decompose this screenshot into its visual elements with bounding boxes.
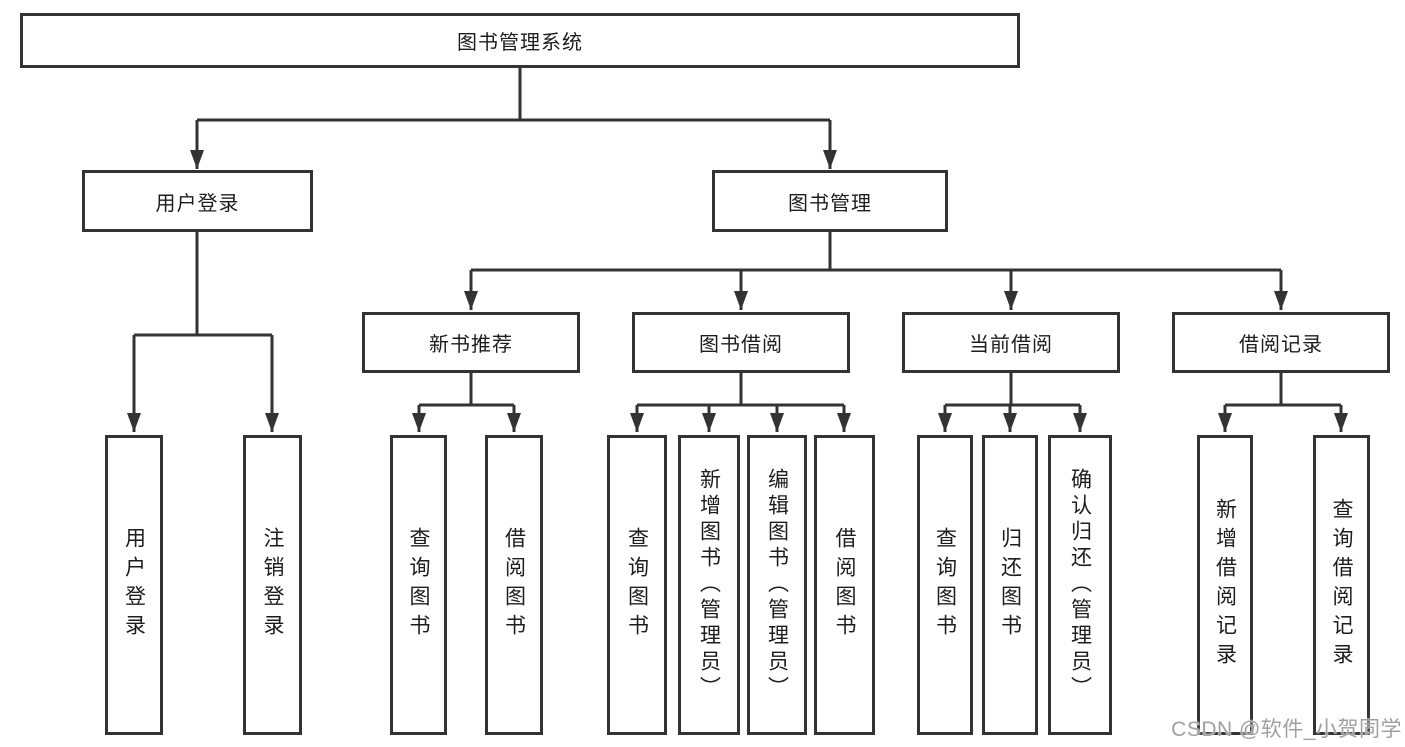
edge-current-borrow-to-leaves [938, 373, 1087, 432]
csdn-watermark: CSDN @软件_小贺同学 [1171, 718, 1402, 741]
edge-borrow-records-to-leaves [1218, 373, 1348, 432]
leaf-nb-query-book: 查询图书 [390, 435, 447, 735]
edge-book-management-to-level3 [464, 232, 1288, 310]
node-current-borrow: 当前借阅 [902, 312, 1120, 373]
leaf-bb-add-book-admin: 新增图书（管理员） [678, 435, 740, 735]
leaf-user-login: 用户登录 [105, 435, 163, 735]
node-new-book-recommend: 新书推荐 [362, 312, 580, 373]
edge-user-login-to-leaves [127, 232, 279, 432]
leaf-logout: 注销登录 [243, 435, 302, 735]
leaf-br-add-record: 新增借阅记录 [1197, 435, 1253, 735]
edge-root-to-level2 [190, 68, 837, 169]
node-book-borrow: 图书借阅 [632, 312, 850, 373]
leaf-br-query-record: 查询借阅记录 [1313, 435, 1370, 735]
leaf-cb-return-book: 归还图书 [982, 435, 1038, 735]
leaf-cb-confirm-return-admin: 确认归还（管理员） [1048, 435, 1112, 735]
leaf-bb-edit-book-admin: 编辑图书（管理员） [747, 435, 807, 735]
leaf-nb-borrow-book: 借阅图书 [485, 435, 543, 735]
edge-book-borrow-to-leaves [630, 373, 851, 432]
leaf-bb-query-book: 查询图书 [607, 435, 667, 735]
leaf-bb-borrow-book: 借阅图书 [814, 435, 875, 735]
node-root: 图书管理系统 [20, 13, 1020, 68]
edge-new-book-to-leaves [412, 373, 521, 432]
leaf-cb-query-book: 查询图书 [917, 435, 973, 735]
node-book-management: 图书管理 [712, 170, 948, 232]
node-user-login: 用户登录 [82, 170, 313, 232]
node-borrow-records: 借阅记录 [1172, 312, 1390, 373]
